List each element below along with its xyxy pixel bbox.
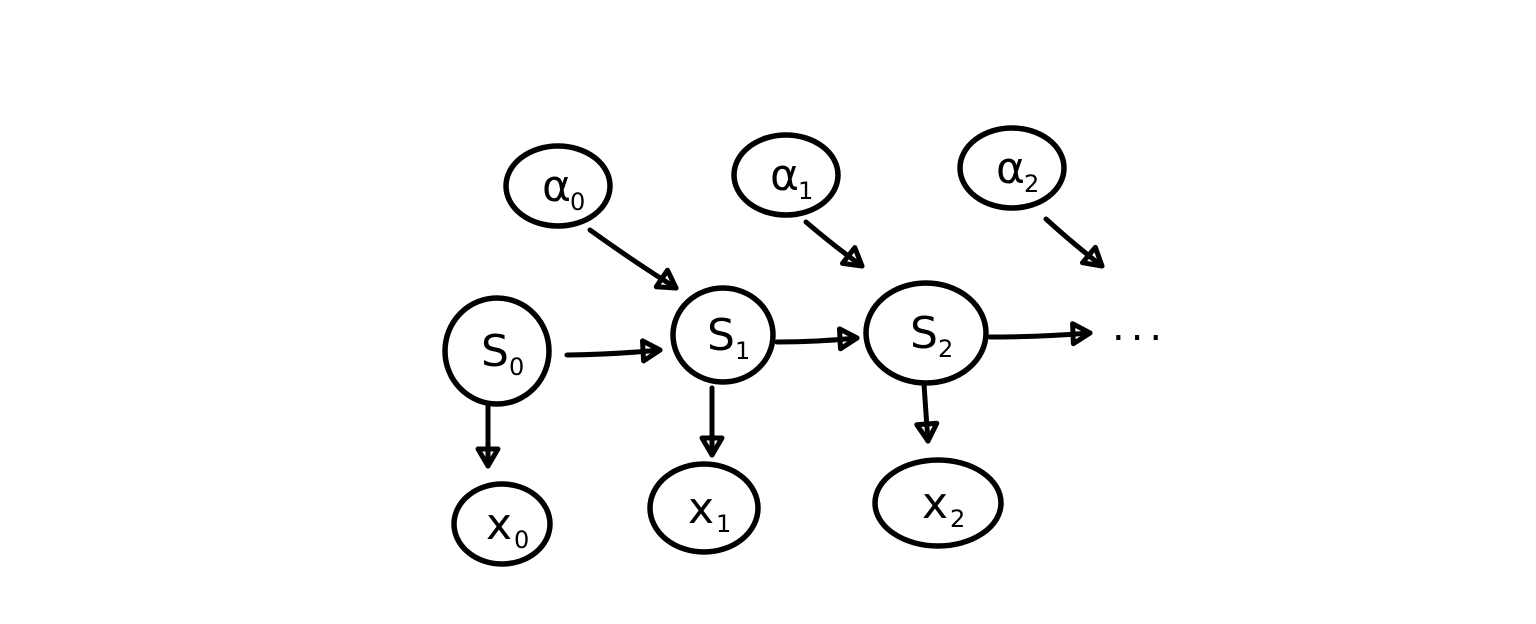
edge-s2-to-x2 — [914, 381, 940, 444]
node-a0: α0 — [503, 143, 613, 229]
node-label-s1: S — [707, 310, 735, 361]
node-circle — [442, 295, 552, 407]
arrowhead — [840, 245, 865, 269]
node-subscript-x2: 2 — [950, 505, 965, 533]
node-subscript-a1: 1 — [798, 177, 813, 205]
node-circle — [451, 481, 553, 567]
edge-a1-to-s2 — [803, 219, 865, 269]
arrowhead — [699, 435, 725, 458]
node-subscript-s2: 2 — [938, 335, 953, 363]
node-label-s0: S — [481, 326, 509, 377]
node-subscript-a2: 2 — [1024, 170, 1039, 198]
edge-s2-to-continuation — [987, 321, 1093, 347]
edge-line — [1043, 216, 1105, 269]
arrowhead — [914, 420, 940, 444]
edge-line — [774, 335, 860, 345]
edge-a0-to-s1 — [587, 227, 679, 291]
arrowhead — [837, 326, 860, 352]
edge-line — [803, 219, 865, 269]
node-label-a1: α — [770, 150, 799, 201]
node-label-a2: α — [996, 143, 1025, 194]
edge-s0-to-x0 — [475, 402, 501, 469]
node-circle — [670, 285, 776, 385]
node-label-x0: x — [486, 499, 512, 550]
edge-s0-to-s1 — [564, 338, 663, 364]
node-circle — [647, 461, 761, 555]
arrowhead — [640, 338, 663, 364]
edge-s1-to-x1 — [699, 385, 725, 458]
node-a1: α1 — [731, 132, 841, 218]
edge-line — [587, 227, 679, 291]
edge-a2-to-continuation — [1043, 216, 1105, 269]
node-subscript-a0: 0 — [570, 188, 585, 216]
arrowhead — [475, 446, 501, 469]
node-label-x1: x — [688, 483, 714, 534]
edge-line — [987, 330, 1093, 340]
node-label-x2: x — [922, 478, 948, 529]
node-circle — [872, 457, 1004, 549]
edge-line — [564, 347, 663, 358]
node-circle — [957, 125, 1067, 211]
arrowhead — [1080, 244, 1105, 269]
node-subscript-s1: 1 — [735, 337, 750, 365]
continuation-ellipsis: ... — [1112, 304, 1168, 350]
node-circle — [503, 143, 613, 229]
node-label-s2: S — [910, 308, 938, 359]
edge-s1-to-s2 — [774, 326, 860, 352]
node-label-a0: α — [542, 161, 571, 212]
arrowhead — [1070, 321, 1093, 347]
arrowhead — [653, 267, 679, 291]
edges — [475, 216, 1105, 469]
node-a2: α2 — [957, 125, 1067, 211]
node-subscript-x1: 1 — [716, 510, 731, 538]
node-subscript-s0: 0 — [509, 353, 524, 381]
node-circle — [731, 132, 841, 218]
node-circle — [863, 280, 989, 386]
node-subscript-x0: 0 — [514, 526, 529, 554]
